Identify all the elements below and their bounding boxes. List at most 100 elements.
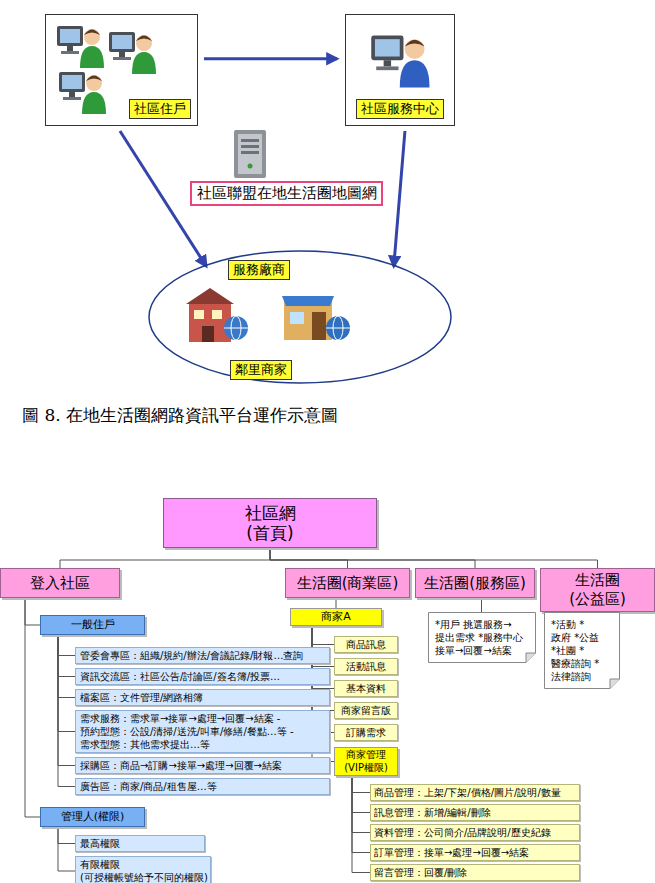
home-box: 社區網 (首頁) [163,498,377,548]
permission-box: 最高權限 [75,835,205,852]
node-text: 社區住戶 [129,99,191,119]
note-fold [526,653,536,663]
drawing-part [186,288,234,304]
note-shape [429,613,536,663]
admin-item: 訊息管理：新增/編輯/刪除 [370,804,580,821]
role-box: 管理人(權限) [40,807,145,827]
note-box: *活動 *政府 *公益 *社團 *醫療諮詢 *法律諮詢 [544,612,620,689]
node-text: 留言管理：回覆/刪除 [374,866,467,879]
merchant-item: 商品訊息 [334,636,398,653]
service-center-computer [371,35,429,87]
ellipse-shape [149,251,451,383]
resident-panel: 社區住戶 [45,14,198,126]
merchant-label: 鄰里商家 [230,360,292,380]
node-text: 登入社區 [30,574,90,593]
server-icon [234,130,266,178]
drawing-part [241,145,259,148]
drawing-part [59,72,106,114]
drawing-part [234,130,266,178]
node-text: 廣告區：商家/商品/租售屋…等 [80,780,217,793]
node-text: 社區服務中心 [356,99,444,119]
drawing-part [312,312,326,340]
admin-item: 商品管理：上架/下架/價格/圖片/說明/數量 [370,784,580,801]
tree-line [58,635,75,656]
node-text: 最高權限 [80,837,120,850]
drawing-part [282,296,334,306]
role-box: 一般住戶 [40,615,145,635]
node-text: 管理人(權限) [61,810,125,824]
section-box: 登入社區 [0,568,120,598]
merchant-box: 商家A [290,608,382,626]
node-text: 需求服務：需求單→接單→處理→回覆→結案 -預約型態：公設/清掃/送洗/叫車/修… [80,712,325,751]
drawing-part [326,316,350,340]
node-text: 商家管理 (VIP權限) [338,749,394,774]
tree-line [270,548,475,568]
node-text: *活動 *政府 *公益 *社團 *醫療諮詢 *法律諮詢 [551,618,601,683]
drawing-part [290,312,304,324]
tree-line [270,548,598,568]
section-box: 生活圈(公益區) [540,568,655,612]
tree-line [58,635,75,787]
node-text: 一般住戶 [71,618,115,632]
figure-caption: 圖 8. 在地生活圈網路資訊平台運作示意圖 [22,404,338,427]
merchant-item: 活動訊息 [334,658,398,675]
admin-item: 留言管理：回覆/刪除 [370,864,580,881]
drawing-part [57,26,104,68]
node-text: *用戶 挑選服務→提出需求 *服務中心 接單→回覆→結案 [435,618,529,657]
feature-box: 採購區：商品→訂購→接單→處理→回覆→結案 [75,757,330,774]
drawing-part [248,164,253,169]
vendor-ellipse: 服務廠商鄰里商家 [148,250,452,384]
drawing-part [241,151,259,154]
node-text: 商品訊息 [346,638,386,651]
feature-box: 資訊交流區：社區公告/討論區/簽名簿/投票… [75,668,330,685]
node-text: 資料管理：公司簡介/品牌說明/歷史紀錄 [374,826,551,839]
ellipse-outline [148,250,452,384]
node-text: 訂購需求 [346,726,386,739]
admin-item: 訂單管理：接單→處理→回覆→結案 [370,844,580,861]
tree-line [25,598,40,625]
shop-icon [282,296,350,340]
tree-line [25,598,40,817]
drawing-part [202,326,214,342]
drawing-part [189,304,231,342]
feature-box: 管委會專區：組織/規約/辦法/會議記錄/財報…查詢 [75,647,330,664]
node-text: 社區聯盟在地生活圈地圖網 [197,184,377,203]
feature-box: 需求服務：需求單→接單→處理→回覆→結案 -預約型態：公設/清掃/送洗/叫車/修… [75,710,330,753]
tree-line [58,827,75,844]
tree-line [352,776,370,833]
vip-box: 商家管理 (VIP權限) [334,747,398,776]
tree-line [336,598,337,608]
drawing-part [194,310,204,319]
note-box: *用戶 挑選服務→提出需求 *服務中心 接單→回覆→結案 [428,612,536,663]
tree-line [270,548,348,568]
node-text: 訂單管理：接單→處理→回覆→結案 [374,846,529,859]
merchant-item: 基本資料 [334,680,398,697]
flow-arrow [204,57,337,60]
tree-line [352,776,370,873]
tree-line [60,548,270,568]
drawing-part [224,328,248,329]
flow-arrow [394,131,405,266]
merchant-item: 訂購需求 [334,724,398,741]
node-text: 生活圈(公益區) [547,571,648,609]
shop-icon [186,288,248,342]
node-text: 生活圈(服務區) [424,574,526,593]
tree-line [352,776,370,793]
node-text: 有限權限 (可授權帳號給予不同的權限) [80,858,208,883]
feature-box: 檔案區：文件管理/網路相簿 [75,689,330,706]
node-text: 資訊交流區：社區公告/討論區/簽名簿/投票… [80,670,280,683]
note-fold [610,679,620,689]
node-text: 生活圈(商業區) [297,574,399,593]
node-text: 活動訊息 [346,660,386,673]
tree-line [58,635,75,677]
node-text: 商品管理：上架/下架/價格/圖片/說明/數量 [374,786,561,799]
drawing-part [224,316,248,340]
tree-line [58,635,75,766]
drawing-part [212,310,222,319]
vendor-label: 服務廠商 [228,260,290,280]
admin-item: 資料管理：公司簡介/品牌說明/歷史紀錄 [370,824,580,841]
drawing-part [241,139,259,142]
drawing-part [326,328,350,329]
tree-line [481,598,482,612]
